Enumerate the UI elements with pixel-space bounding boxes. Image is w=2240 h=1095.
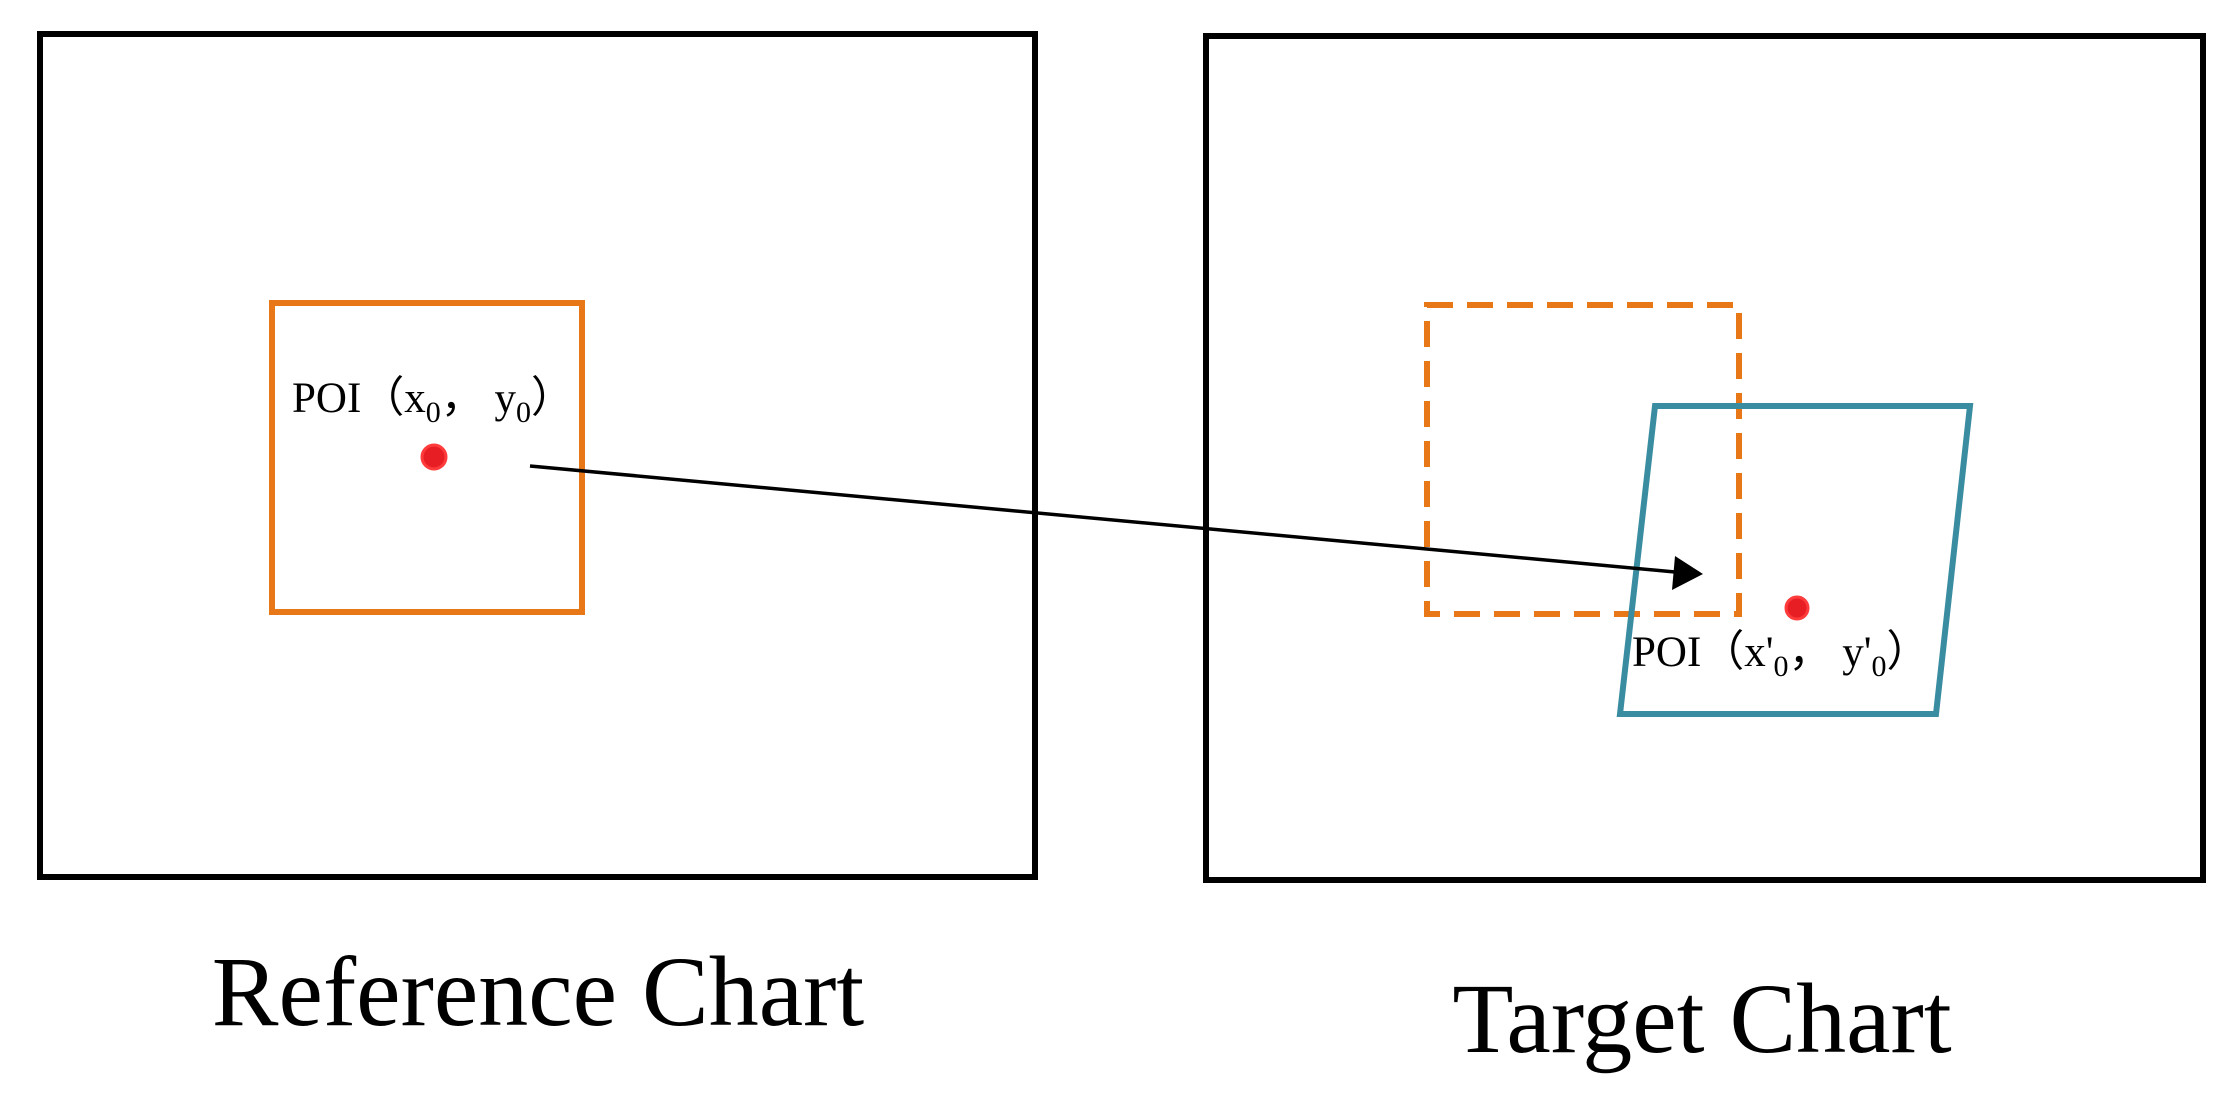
target-poi-point (1784, 595, 1810, 621)
reference-chart-caption: Reference Chart (212, 936, 865, 1047)
target-window (1616, 403, 1974, 717)
reference-poi-label: POI（x0， y0） (292, 375, 574, 429)
target-poi-label-prefix: POI（x' (1632, 629, 1774, 676)
reference-poi-label-sub1: 0 (426, 396, 441, 429)
target-chart-caption: Target Chart (1452, 963, 1952, 1074)
mapping-arrow-head (1672, 556, 1703, 590)
target-poi-label-mid: ， y' (1789, 629, 1872, 676)
reference-poi-label-sub2: 0 (516, 396, 531, 429)
reference-window (269, 300, 585, 615)
reference-poi-label-mid: ， y (441, 375, 517, 422)
target-poi-label-sub2: 0 (1872, 650, 1887, 683)
target-chart-frame (1203, 33, 2206, 883)
target-poi-label-suffix: ） (1887, 629, 1930, 676)
reference-chart-frame (37, 31, 1038, 880)
reference-poi-label-suffix: ） (531, 375, 574, 422)
reference-poi-point (420, 443, 448, 471)
reference-poi-label-prefix: POI（x (292, 375, 426, 422)
projected-reference-window (1424, 302, 1742, 617)
target-poi-label: POI（x'0， y'0） (1632, 629, 1930, 683)
mapping-arrow-line (529, 464, 1676, 574)
target-poi-label-sub1: 0 (1774, 650, 1789, 683)
